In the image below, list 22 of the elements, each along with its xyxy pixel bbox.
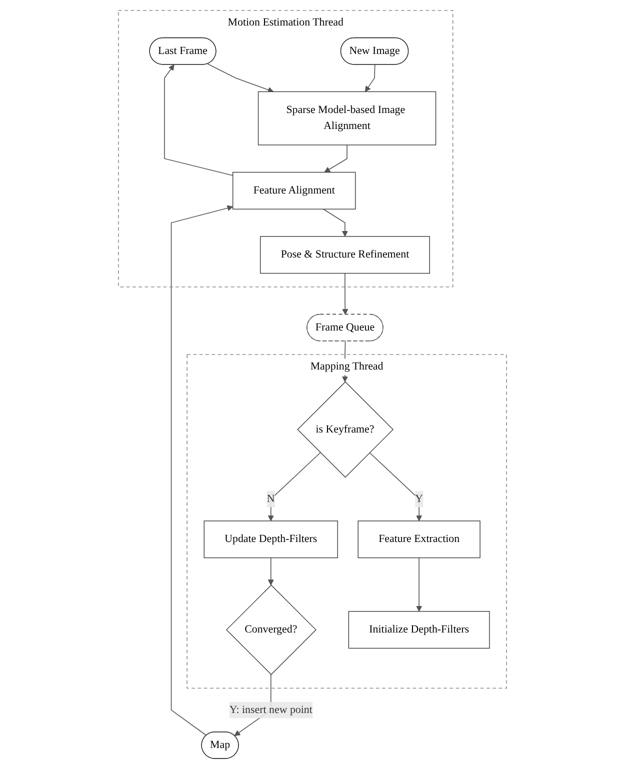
edge-label: N	[266, 492, 275, 505]
arrow	[324, 144, 348, 173]
edge-label: Y	[415, 492, 424, 505]
edge-label: Y: insert new point	[229, 704, 312, 716]
node-box: Initialize Depth-Filters	[348, 611, 490, 649]
arrow	[164, 64, 234, 176]
node-box: Feature Extraction	[358, 520, 480, 558]
node-box: Update Depth-Filters	[204, 520, 338, 558]
arrow	[268, 557, 274, 586]
node-box: Pose & Structure Refinement	[260, 236, 430, 274]
arrow	[416, 557, 422, 612]
arrow	[170, 205, 234, 736]
arrow	[207, 64, 274, 93]
arrow	[322, 208, 348, 237]
arrow	[364, 64, 376, 92]
arrow	[268, 452, 321, 522]
node-diamond: is Keyframe?	[297, 381, 394, 478]
arrow	[342, 272, 348, 315]
node-box: Sparse Model-based Image Alignment	[258, 91, 436, 146]
node-diamond: Converged?	[226, 584, 316, 676]
arrow	[369, 452, 422, 522]
node-box: Feature Alignment	[232, 172, 356, 210]
